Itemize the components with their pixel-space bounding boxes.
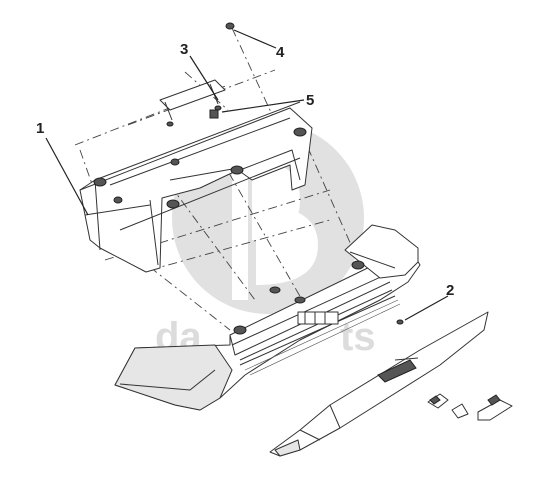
callout-3: 3 (180, 41, 188, 58)
clip-set (427, 393, 513, 421)
callout-1: 1 (36, 120, 44, 137)
callout-4: 4 (276, 44, 285, 61)
leader-lines (45, 29, 449, 321)
bolt (225, 22, 235, 30)
watermark-text-right: ts (340, 315, 376, 359)
tray-assembly (114, 224, 421, 411)
fastener (396, 319, 404, 325)
callout-2: 2 (446, 282, 454, 299)
callout-5: 5 (306, 92, 314, 109)
small-bracket (159, 79, 226, 127)
trim-strip (269, 311, 489, 457)
clip (209, 109, 219, 119)
bracket-frame (79, 101, 313, 273)
